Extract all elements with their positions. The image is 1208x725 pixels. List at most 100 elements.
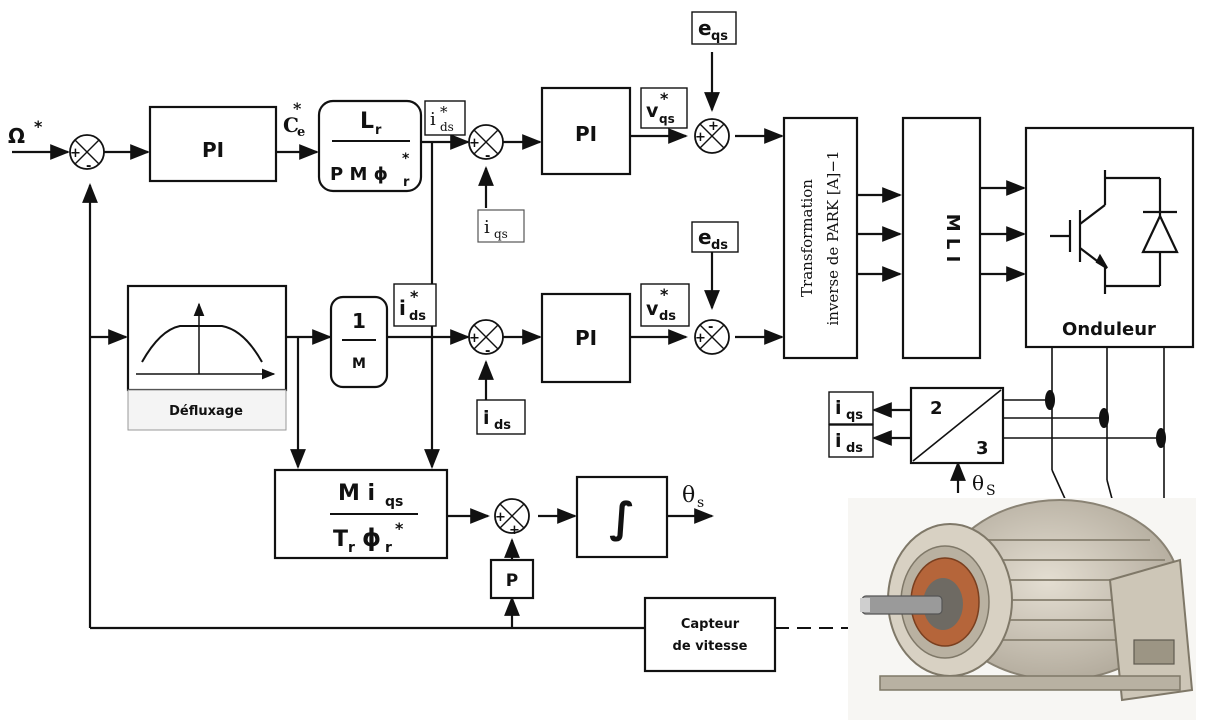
- slip-block: M i qs T r ϕ r *: [275, 470, 447, 558]
- svg-text:s: s: [697, 495, 704, 511]
- gain-den-star: *: [402, 151, 410, 167]
- svg-text:*: *: [440, 103, 448, 121]
- svg-text:Onduleur: Onduleur: [1062, 319, 1156, 340]
- theta-output-label: θ s: [682, 483, 704, 511]
- svg-text:1: 1: [352, 309, 366, 333]
- vds-ref-label: v ds *: [641, 284, 689, 326]
- gain-den: P M ϕ: [330, 164, 388, 185]
- svg-text:P: P: [506, 571, 518, 591]
- svg-text:ϕ: ϕ: [362, 524, 381, 552]
- pi-speed-label: PI: [202, 138, 224, 162]
- svg-text:+: +: [70, 146, 81, 161]
- svg-text:qs: qs: [494, 227, 508, 241]
- svg-text:r: r: [385, 540, 392, 556]
- defluxage-label: Défluxage: [169, 404, 243, 419]
- svg-text:3: 3: [976, 438, 989, 459]
- svg-text:i: i: [483, 407, 490, 429]
- gain-num-sub: r: [375, 123, 382, 138]
- iqs-output-label: i qs: [829, 392, 873, 424]
- speed-ref-label: Ω *: [8, 117, 43, 148]
- sum-vqs: + +: [695, 119, 729, 153]
- svg-text:r: r: [348, 540, 355, 556]
- svg-text:e: e: [698, 16, 712, 40]
- svg-text:i: i: [399, 296, 406, 320]
- speed-sensor-block: Capteur de vitesse: [645, 598, 775, 671]
- sum-theta: + +: [495, 499, 529, 538]
- svg-text:*: *: [410, 287, 419, 306]
- svg-text:+: +: [695, 331, 706, 346]
- svg-text:i: i: [430, 109, 436, 130]
- ids-feedback-label: i ds: [477, 400, 525, 434]
- svg-text:PI: PI: [575, 122, 597, 146]
- svg-text:θ: θ: [972, 471, 984, 495]
- svg-text:ds: ds: [846, 441, 863, 456]
- svg-text:*: *: [395, 519, 404, 538]
- svg-text:M: M: [352, 356, 366, 372]
- svg-text:+: +: [469, 331, 480, 346]
- ids-ref-label: i ds *: [394, 284, 436, 326]
- svg-text:v: v: [646, 298, 659, 320]
- sum-iqs: + -: [469, 125, 503, 164]
- pi-speed-block: PI: [150, 107, 276, 181]
- p-block: P: [491, 560, 533, 598]
- svg-text:qs: qs: [846, 408, 863, 423]
- onduleur-block: Onduleur: [1026, 128, 1193, 347]
- svg-text:Capteur: Capteur: [681, 617, 740, 632]
- integrator-block: ∫: [577, 477, 667, 557]
- induction-motor-image: [848, 498, 1196, 720]
- torque-ref-label: C e *: [283, 99, 305, 140]
- svg-text:i: i: [484, 217, 490, 238]
- sum-speed: + -: [70, 135, 104, 174]
- svg-text:∫: ∫: [609, 493, 635, 542]
- svg-text:qs: qs: [711, 29, 728, 44]
- pi-ids-block: PI: [542, 294, 630, 382]
- svg-text:-: -: [485, 149, 490, 164]
- svg-text:*: *: [660, 285, 669, 304]
- sum-vds: + -: [695, 320, 729, 354]
- svg-text:*: *: [660, 89, 669, 108]
- svg-text:PI: PI: [575, 326, 597, 350]
- svg-text:Transformation: Transformation: [798, 179, 816, 297]
- svg-text:ds: ds: [494, 418, 511, 433]
- svg-text:θ: θ: [682, 483, 695, 508]
- inverse-park-block: Transformation inverse de PARK [A]−1: [784, 118, 857, 358]
- svg-text:T: T: [333, 527, 348, 552]
- defluxage-block: Défluxage: [128, 286, 286, 430]
- torque-to-current-block: L r P M ϕ r *: [319, 101, 421, 191]
- svg-text:+: +: [695, 130, 706, 145]
- svg-text:qs: qs: [385, 494, 403, 510]
- eqs-label: e qs: [692, 12, 736, 44]
- pi-iqs-block: PI: [542, 88, 630, 174]
- svg-text:i: i: [835, 430, 842, 452]
- ids-output-label: i ds: [829, 425, 873, 457]
- svg-text:ds: ds: [659, 309, 676, 324]
- svg-text:2: 2: [930, 398, 943, 419]
- svg-text:Ω: Ω: [8, 124, 25, 148]
- theta-input-label: θ S: [972, 471, 996, 499]
- svg-text:e: e: [698, 225, 712, 249]
- current-sensors: [1045, 390, 1166, 448]
- svg-text:i: i: [835, 397, 842, 419]
- inv-m-block: 1 M: [331, 297, 387, 387]
- iqs-ref-label: i ds *: [425, 101, 465, 135]
- sum-ids: + -: [469, 320, 503, 359]
- svg-text:S: S: [986, 483, 996, 499]
- svg-text:+: +: [469, 136, 480, 151]
- svg-text:qs: qs: [659, 112, 675, 126]
- svg-text:+: +: [509, 523, 520, 538]
- svg-text:ds: ds: [440, 120, 454, 134]
- gain-den-sub: r: [403, 175, 410, 190]
- vqs-ref-label: v qs *: [641, 88, 687, 128]
- svg-text:ds: ds: [711, 238, 728, 253]
- svg-text:ds: ds: [409, 309, 426, 324]
- iqs-feedback-label: i qs: [478, 210, 524, 242]
- eds-label: e ds: [692, 222, 738, 253]
- svg-text:-: -: [86, 159, 91, 174]
- abc-to-dq-converter: 2 3: [911, 388, 1003, 463]
- svg-text:M L I: M L I: [942, 214, 963, 263]
- svg-text:inverse de PARK [A]−1: inverse de PARK [A]−1: [824, 150, 842, 325]
- svg-text:*: *: [293, 99, 302, 118]
- svg-text:-: -: [708, 320, 713, 335]
- svg-text:v: v: [646, 100, 659, 122]
